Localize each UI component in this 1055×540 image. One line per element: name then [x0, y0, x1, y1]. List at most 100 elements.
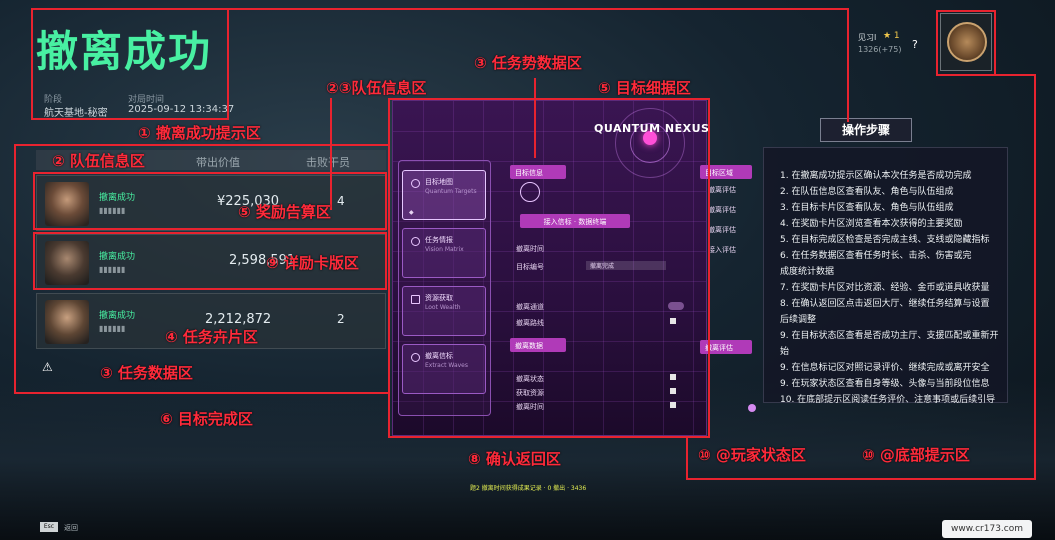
card-subtitle: Loot Wealth [425, 304, 461, 311]
target-area-tag: 目标区域 [700, 165, 752, 179]
step-item: 1. 在撤离成功提示区确认本次任务是否成功完成 [780, 171, 972, 181]
eval-c: 撤离评估 [708, 226, 736, 234]
target-icon [411, 179, 420, 188]
grid-line [393, 161, 706, 162]
col-value-header: 带出价值 [196, 156, 240, 169]
card-marker: ◆ [409, 209, 414, 216]
anno-box-avatar [936, 10, 996, 76]
card-loot[interactable]: 资源获取 Loot Wealth [402, 286, 486, 336]
card-extract[interactable]: 撤离信标 Extract Waves [402, 344, 486, 394]
step-item: 9. 在目标状态区查看是否成功主厅、支援匹配或重新开始 [780, 331, 999, 357]
annotation-label: ① 撤离成功提示区 [138, 124, 261, 142]
grid-line [483, 101, 484, 435]
checkbox[interactable] [670, 318, 676, 324]
card-subtitle: Extract Waves [425, 362, 468, 369]
step-item: 4. 在奖励卡片区浏览查看本次获得的主要奖励 [780, 219, 963, 229]
card-title: 撤离信标 [425, 352, 453, 360]
card-target-map[interactable]: 目标地图 Quantum Targets ◆ [402, 170, 486, 220]
progress-track [586, 261, 666, 270]
badge: 撤离完成 [590, 263, 615, 270]
grid-line [393, 311, 706, 312]
esc-key-button[interactable]: Esc [40, 522, 58, 532]
step-item: 2. 在队伍信息区查看队友、角色与队伍组成 [780, 187, 954, 197]
annotation-label: ⑥ 目标完成区 [160, 410, 253, 428]
anno-line [14, 144, 390, 146]
anno-box-title [31, 8, 229, 120]
card-subtitle: Quantum Targets [425, 188, 477, 195]
time-value: 2025-09-12 13:34:37 [128, 104, 235, 115]
card-intel[interactable]: 任务情报 Vision Matrix [402, 228, 486, 278]
radar-ring [615, 108, 685, 178]
team-row[interactable]: 撤离成功 ▮▮▮▮▮▮ 2,212,872 2 [36, 293, 386, 349]
eval-a: 撤离评估 [708, 186, 736, 194]
rank-score: 1326(+75) [858, 45, 902, 54]
anno-box-row1 [33, 172, 387, 230]
section-right-tag: 撤离评估 [700, 340, 752, 354]
card-title: 资源获取 [425, 294, 453, 302]
grid-line [453, 101, 454, 435]
step-item: 3. 在目标卡片区查看队友、角色与队伍组成 [780, 203, 954, 213]
annotation-label: ⑨ 详励卡版区 [266, 254, 359, 272]
step-item: 后续调整 [780, 315, 817, 325]
grid-line [693, 101, 694, 435]
loot-icon [411, 295, 420, 304]
step-item: 8. 在确认返回区点击返回大厅、继续任务结算与设置 [780, 299, 990, 309]
steps-button[interactable]: 操作步骤 [820, 118, 912, 142]
footer-tip: 题2 撤离时间获得成果记录 · 0 撤出 · 3436 [470, 485, 587, 492]
step-item: 6. 在任务数据区查看任务时长、击杀、伤害或完 [780, 251, 972, 261]
row-status-label: 撤离状态 [516, 375, 544, 383]
row-name: ▮▮▮▮▮▮ [99, 265, 126, 274]
player-avatar[interactable] [940, 13, 992, 71]
row-time-label: 撤离时间 [516, 403, 544, 411]
avatar [45, 182, 89, 226]
grid-line [513, 101, 514, 435]
row-kills: 2 [337, 312, 345, 326]
esc-label[interactable]: 返回 [64, 524, 78, 532]
eval-d: 接入评估 [708, 246, 736, 254]
row-status: 撤离成功 [99, 193, 136, 203]
card-title: 任务情报 [425, 236, 453, 244]
avatar [45, 300, 89, 344]
grid-line [603, 101, 604, 435]
item-target-id: 目标编号 [516, 263, 544, 271]
row-value: 2,212,872 [205, 312, 272, 327]
slider-handle[interactable] [748, 404, 756, 412]
avatar [45, 241, 89, 285]
step-item: 9. 在玩家状态区查看自身等级、头像与当前段位信息 [780, 379, 990, 389]
toggle[interactable] [668, 302, 684, 310]
annotation-label: ⑩ @玩家状态区 [698, 446, 806, 464]
checkbox[interactable] [670, 402, 676, 408]
row-value: 2,598,591 [229, 253, 296, 268]
beacon-bar[interactable]: 接入信标 · 数据终端 [520, 214, 630, 228]
eval-b: 撤离评估 [708, 206, 736, 214]
step-item: 7. 在奖励卡片区对比资源、经验、金币或道具收获量 [780, 283, 990, 293]
grid-line [423, 101, 424, 435]
section-tag: 撤离数据 [510, 338, 566, 352]
mode-value: 航天基地-秘密 [44, 108, 108, 119]
time-label: 对局时间 [128, 95, 165, 105]
grid-line [543, 101, 544, 435]
row-value: ¥225,030 [217, 194, 280, 209]
help-icon[interactable]: ? [912, 38, 918, 51]
row-name: ▮▮▮▮▮▮ [99, 324, 126, 333]
row-route: 撤离路线 [516, 319, 544, 327]
grid-line [393, 401, 706, 402]
anno-line [14, 144, 16, 394]
radar-ring [630, 123, 670, 163]
step-item: 成度统计数据 [780, 267, 835, 277]
checkbox[interactable] [670, 388, 676, 394]
eagle-emblem-icon [947, 22, 987, 62]
anno-line [330, 98, 332, 210]
annotation-label: ②③队伍信息区 [326, 79, 427, 97]
anno-line [847, 8, 849, 122]
page-title: 撤离成功 [36, 27, 213, 76]
target-info-tag: 目标信息 [510, 165, 566, 179]
team-row[interactable]: 撤离成功 ▮▮▮▮▮▮ ¥225,030 4 [36, 175, 386, 231]
annotation-label: ⑧ 确认返回区 [468, 450, 561, 468]
row-status: 撤离成功 [99, 311, 136, 321]
row-name: ▮▮▮▮▮▮ [99, 206, 126, 215]
checkbox[interactable] [670, 374, 676, 380]
warning-icon[interactable]: ⚠ [42, 360, 53, 374]
annotation-label: ④ 任务卉片区 [165, 328, 258, 346]
grid-line [393, 281, 706, 282]
